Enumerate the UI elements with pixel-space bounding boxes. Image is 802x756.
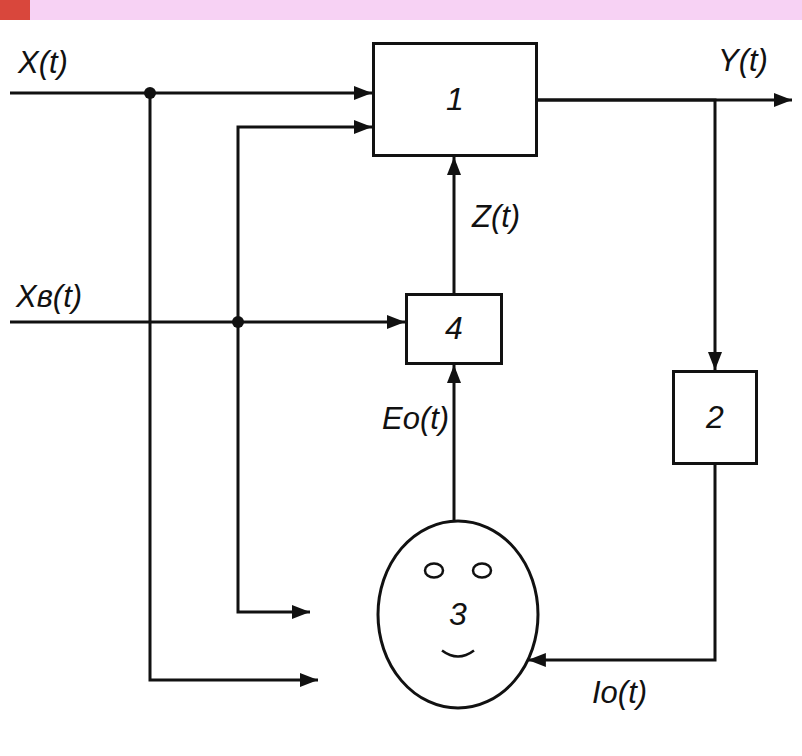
top-band [0, 0, 802, 20]
x-branch-wire [150, 93, 318, 680]
signal-connector [453, 157, 456, 293]
operator-face: 3 [376, 519, 540, 710]
process-box: 2 [672, 370, 758, 465]
xv-branch-wire [238, 127, 372, 322]
junction-dot [144, 87, 156, 99]
signal-name: X(t) [16, 46, 70, 80]
signal-connector [453, 365, 456, 521]
junction-dot [232, 316, 244, 328]
block-number: 4 [445, 311, 463, 346]
signal-connector [528, 465, 715, 660]
x-input-wire [10, 92, 372, 95]
process-box: 4 [405, 293, 503, 365]
signal-connector [538, 100, 715, 370]
block-number: 3 [449, 597, 467, 632]
face-ellipse [378, 521, 538, 708]
corner-picture [0, 0, 30, 20]
block-number: 1 [446, 82, 464, 117]
face-eye [425, 564, 443, 578]
signal-name: Iо(t) [590, 676, 649, 710]
face-smile [442, 651, 474, 657]
process-box: 1 [372, 42, 538, 157]
xv-input-wire [10, 321, 405, 324]
xv-branch-wire [238, 322, 310, 612]
block-number: 2 [706, 400, 724, 435]
signal-name: Xв(t) [14, 280, 84, 314]
signal-name: Z(t) [470, 200, 522, 234]
signal-name: Y(t) [716, 44, 770, 78]
face-eye [473, 564, 491, 578]
signal-name: Eо(t) [380, 402, 451, 436]
